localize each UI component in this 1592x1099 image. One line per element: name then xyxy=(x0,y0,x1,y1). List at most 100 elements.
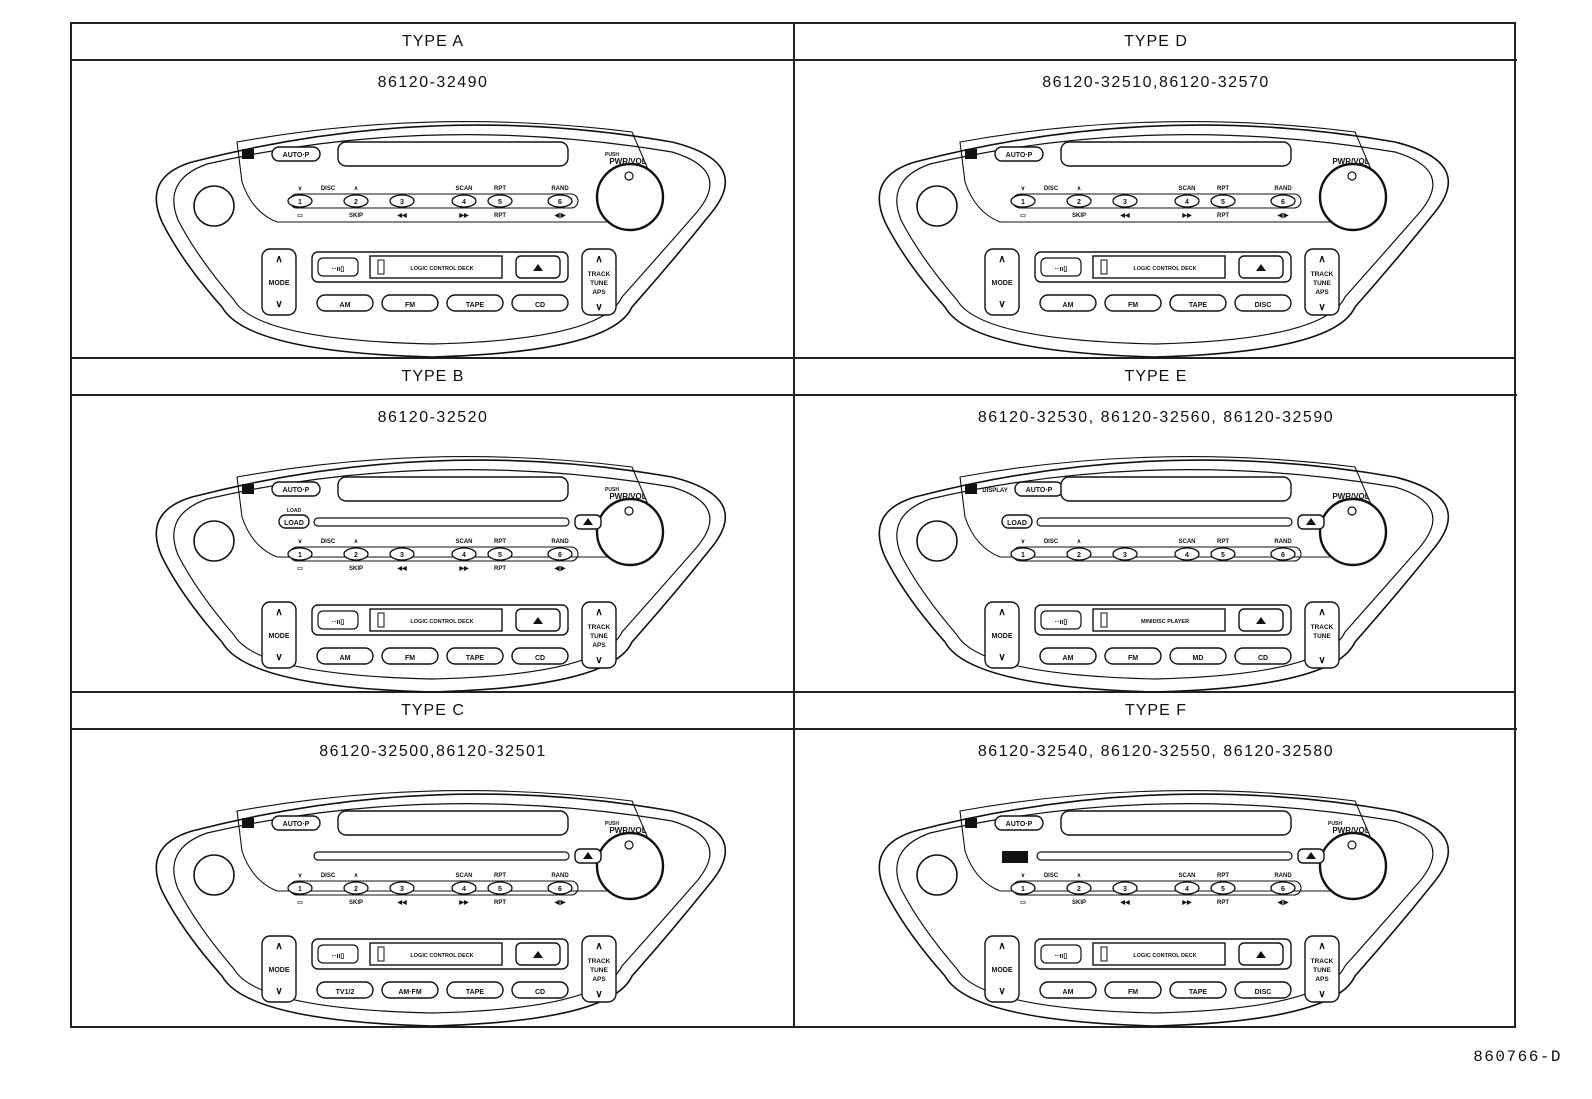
preset-button-5[interactable] xyxy=(1210,881,1236,895)
volume-knob xyxy=(595,831,665,901)
source-button[interactable] xyxy=(381,647,439,665)
preset-button-1[interactable] xyxy=(287,881,313,895)
preset-button-1[interactable] xyxy=(1010,194,1036,208)
preset-button-2[interactable] xyxy=(343,194,369,208)
mode-rocker[interactable] xyxy=(261,935,297,1003)
track-up-icon: ∧ xyxy=(1318,941,1325,952)
preset-button-2[interactable] xyxy=(1066,547,1092,561)
source-button[interactable] xyxy=(1234,647,1292,665)
preset-top-label: DISC xyxy=(1044,873,1059,879)
preset-button-2[interactable] xyxy=(1066,881,1092,895)
preset-button-1[interactable] xyxy=(287,547,313,561)
preset-button-4[interactable] xyxy=(1174,881,1200,895)
source-button[interactable] xyxy=(316,647,374,665)
source-button[interactable] xyxy=(1039,294,1097,312)
auto-p-button[interactable] xyxy=(271,815,321,831)
preset-button-6[interactable] xyxy=(547,547,573,561)
auto-p-button[interactable] xyxy=(271,481,321,497)
source-button[interactable] xyxy=(511,981,569,999)
auto-p-button[interactable] xyxy=(994,815,1044,831)
auto-p-button[interactable] xyxy=(994,146,1044,162)
preset-button-3[interactable] xyxy=(389,547,415,561)
preset-button-2[interactable] xyxy=(1066,194,1092,208)
preset-bottom-label: ▭ xyxy=(297,900,303,906)
mode-rocker[interactable] xyxy=(984,935,1020,1003)
preset-number: 1 xyxy=(298,199,302,206)
track-rocker[interactable] xyxy=(581,248,617,316)
rewind-button[interactable] xyxy=(317,944,359,964)
source-button[interactable] xyxy=(1104,294,1162,312)
preset-number: 6 xyxy=(1281,552,1285,559)
preset-button-6[interactable] xyxy=(547,881,573,895)
preset-button-1[interactable] xyxy=(1010,881,1036,895)
source-button[interactable] xyxy=(381,981,439,999)
source-button[interactable] xyxy=(446,294,504,312)
source-button[interactable] xyxy=(1169,294,1227,312)
preset-button-2[interactable] xyxy=(343,881,369,895)
preset-button-6[interactable] xyxy=(1270,194,1296,208)
track-rocker[interactable] xyxy=(1304,248,1340,316)
source-button[interactable] xyxy=(1169,981,1227,999)
source-button[interactable] xyxy=(1039,647,1097,665)
source-button[interactable] xyxy=(1234,294,1292,312)
rewind-button[interactable] xyxy=(1040,257,1082,277)
volume-knob-marker xyxy=(1347,171,1357,181)
rewind-button[interactable] xyxy=(1040,610,1082,630)
source-button[interactable] xyxy=(446,981,504,999)
preset-button-5[interactable] xyxy=(487,194,513,208)
mode-rocker[interactable] xyxy=(261,601,297,669)
rewind-button[interactable] xyxy=(317,257,359,277)
preset-button-5[interactable] xyxy=(1210,194,1236,208)
preset-button-1[interactable] xyxy=(287,194,313,208)
preset-button-4[interactable] xyxy=(451,547,477,561)
mode-rocker[interactable] xyxy=(984,601,1020,669)
preset-button-6[interactable] xyxy=(547,194,573,208)
preset-button-5[interactable] xyxy=(1210,547,1236,561)
preset-button-4[interactable] xyxy=(1174,547,1200,561)
source-button[interactable] xyxy=(446,647,504,665)
preset-button-3[interactable] xyxy=(389,194,415,208)
mode-rocker[interactable] xyxy=(984,248,1020,316)
auto-p-button[interactable] xyxy=(271,146,321,162)
preset-button-4[interactable] xyxy=(451,194,477,208)
preset-button-3[interactable] xyxy=(1112,194,1138,208)
preset-top-label: RPT xyxy=(1217,873,1229,879)
source-button[interactable] xyxy=(1234,981,1292,999)
track-rocker[interactable] xyxy=(581,935,617,1003)
preset-button-3[interactable] xyxy=(389,881,415,895)
rewind-button[interactable] xyxy=(317,610,359,630)
preset-button-3[interactable] xyxy=(1112,547,1138,561)
type-header: TYPE A xyxy=(72,24,794,61)
source-button-label: TAPE xyxy=(466,989,484,996)
source-button[interactable] xyxy=(316,294,374,312)
source-button[interactable] xyxy=(1104,981,1162,999)
preset-button-2[interactable] xyxy=(343,547,369,561)
mode-rocker[interactable] xyxy=(261,248,297,316)
preset-button-1[interactable] xyxy=(1010,547,1036,561)
source-button[interactable] xyxy=(511,647,569,665)
source-button-label: FM xyxy=(1128,302,1138,309)
load-button[interactable] xyxy=(278,514,310,529)
preset-button-4[interactable] xyxy=(451,881,477,895)
track-rocker[interactable] xyxy=(1304,601,1340,669)
preset-button-6[interactable] xyxy=(1270,547,1296,561)
track-rocker[interactable] xyxy=(1304,935,1340,1003)
preset-number: 6 xyxy=(558,552,562,559)
source-button[interactable] xyxy=(1169,647,1227,665)
source-button-label: CD xyxy=(535,655,545,662)
source-button[interactable] xyxy=(381,294,439,312)
preset-button-5[interactable] xyxy=(487,881,513,895)
load-button[interactable] xyxy=(1001,514,1033,529)
source-button[interactable] xyxy=(316,981,374,999)
source-button[interactable] xyxy=(1104,647,1162,665)
source-button[interactable] xyxy=(1039,981,1097,999)
rewind-button[interactable] xyxy=(1040,944,1082,964)
track-rocker[interactable] xyxy=(581,601,617,669)
preset-button-6[interactable] xyxy=(1270,881,1296,895)
preset-button-3[interactable] xyxy=(1112,881,1138,895)
preset-number: 1 xyxy=(1021,886,1025,893)
eject-icon xyxy=(583,518,593,525)
preset-button-5[interactable] xyxy=(487,547,513,561)
source-button[interactable] xyxy=(511,294,569,312)
preset-button-4[interactable] xyxy=(1174,194,1200,208)
